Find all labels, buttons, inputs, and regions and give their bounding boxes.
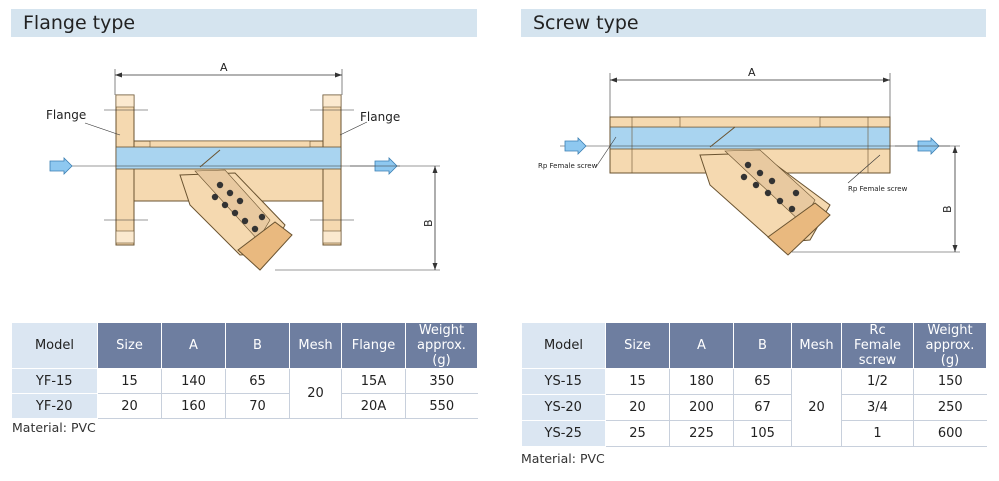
table-row: YS-15 15 180 65 20 1/2 150 (521, 368, 987, 447)
flange-col-size: Size (97, 322, 162, 369)
table-row: YF-20 20 160 70 20A 550 (11, 393, 478, 419)
flange-type-title: Flange type (23, 12, 136, 34)
screw-dim-a-label: A (748, 66, 756, 79)
screw-col-b: B (733, 322, 792, 369)
flange-row2-flange: 20A (341, 393, 406, 419)
table-row: YS-25 25 225 105 1 600 (521, 420, 987, 447)
screw-col-weight: Weight approx. (g) (913, 322, 987, 369)
screw-dim-b-label: B (941, 205, 954, 213)
flange-row2-size: 20 (97, 393, 162, 419)
screw-row3-a: 225 (669, 420, 734, 447)
screw-type-title: Screw type (533, 12, 639, 34)
flange-col-weight: Weight approx. (g) (405, 322, 478, 369)
flange-right-callout: Flange (360, 110, 400, 124)
flange-col-model: Model (11, 322, 98, 369)
flange-left-callout: Flange (46, 108, 86, 122)
flange-col-b: B (225, 322, 290, 369)
screw-row3-model: YS-25 (521, 420, 606, 447)
screw-col-model: Model (521, 322, 606, 369)
flange-col-mesh: Mesh (289, 322, 342, 369)
table-row: YF-15 15 140 65 20 15A 350 (11, 368, 478, 419)
flange-row1-b: 65 (225, 368, 290, 394)
screw-spec-table: Model Size A B Mesh Rc Female screw Weig… (521, 322, 987, 447)
flange-dim-b-label: B (422, 219, 435, 227)
screw-material: Material: PVC (521, 451, 605, 466)
flange-type-header: Flange type (11, 9, 477, 37)
screw-row3-weight: 600 (913, 420, 987, 447)
flange-row1-weight: 350 (405, 368, 478, 394)
screw-row2-size: 20 (605, 394, 670, 421)
screw-row2-a: 200 (669, 394, 734, 421)
flange-dim-a-label: A (220, 61, 228, 74)
screw-rp-right-callout: Rp Female screw (848, 185, 908, 193)
screw-col-screw: Rc Female screw (841, 322, 914, 369)
screw-rp-left-callout: Rp Female screw (538, 162, 598, 170)
screw-row1-screw: 1/2 (841, 368, 914, 395)
flange-row1-model: YF-15 (11, 368, 98, 394)
screw-row1-model: YS-15 (521, 368, 606, 395)
screw-col-a: A (669, 322, 734, 369)
screw-row2-b: 67 (733, 394, 792, 421)
screw-row2-screw: 3/4 (841, 394, 914, 421)
screw-row1-weight: 150 (913, 368, 987, 395)
flange-row2-a: 160 (161, 393, 226, 419)
flange-mesh: 20 (289, 368, 342, 419)
flange-material: Material: PVC (12, 420, 96, 435)
flange-row2-weight: 550 (405, 393, 478, 419)
screw-col-size: Size (605, 322, 670, 369)
screw-type-header: Screw type (521, 9, 986, 37)
table-row: YS-20 20 200 67 3/4 250 (521, 394, 987, 421)
flange-row2-model: YF-20 (11, 393, 98, 419)
screw-row3-screw: 1 (841, 420, 914, 447)
screw-row1-b: 65 (733, 368, 792, 395)
screw-row2-weight: 250 (913, 394, 987, 421)
screw-row1-size: 15 (605, 368, 670, 395)
screw-row2-model: YS-20 (521, 394, 606, 421)
flange-row1-flange: 15A (341, 368, 406, 394)
flange-col-flange: Flange (341, 322, 406, 369)
flange-row1-size: 15 (97, 368, 162, 394)
screw-col-mesh: Mesh (791, 322, 842, 369)
flange-row2-b: 70 (225, 393, 290, 419)
flange-col-a: A (161, 322, 226, 369)
screw-type-drawing: A B Rp Female screw Rp Female screw (538, 66, 960, 256)
screw-row3-size: 25 (605, 420, 670, 447)
screw-row3-b: 105 (733, 420, 792, 447)
flange-spec-table: Model Size A B Mesh Flange Weight approx… (11, 322, 478, 419)
flange-type-drawing: A B Flange Flange (46, 61, 440, 271)
flange-row1-a: 140 (161, 368, 226, 394)
screw-row1-a: 180 (669, 368, 734, 395)
screw-mesh: 20 (791, 368, 842, 447)
